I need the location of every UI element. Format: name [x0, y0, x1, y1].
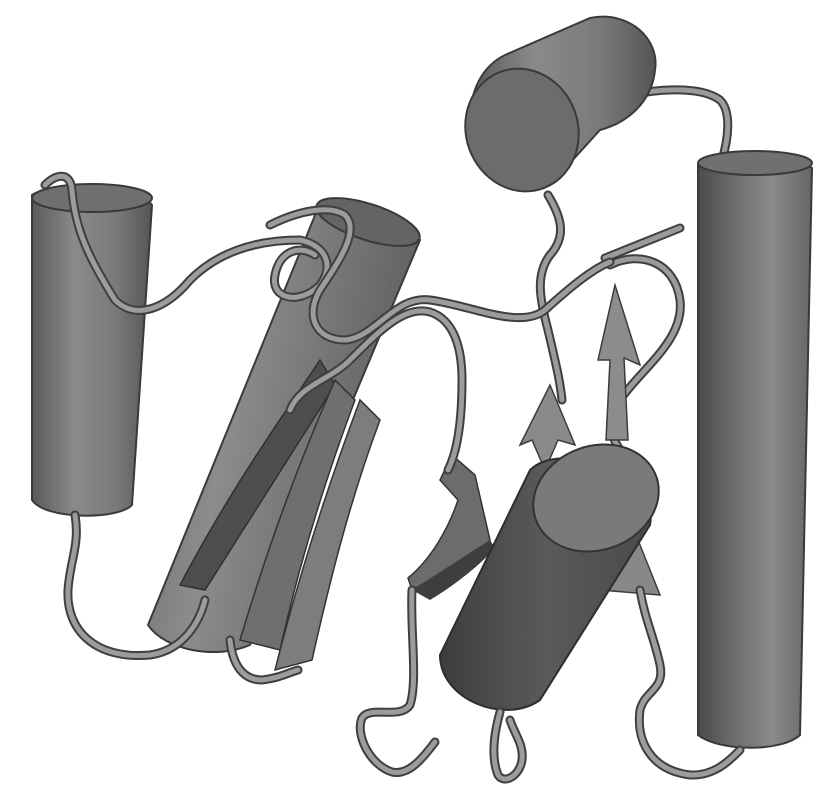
- helix-top-center: [448, 17, 655, 208]
- helix-left: [32, 184, 152, 516]
- helix-right-tall: [698, 151, 812, 748]
